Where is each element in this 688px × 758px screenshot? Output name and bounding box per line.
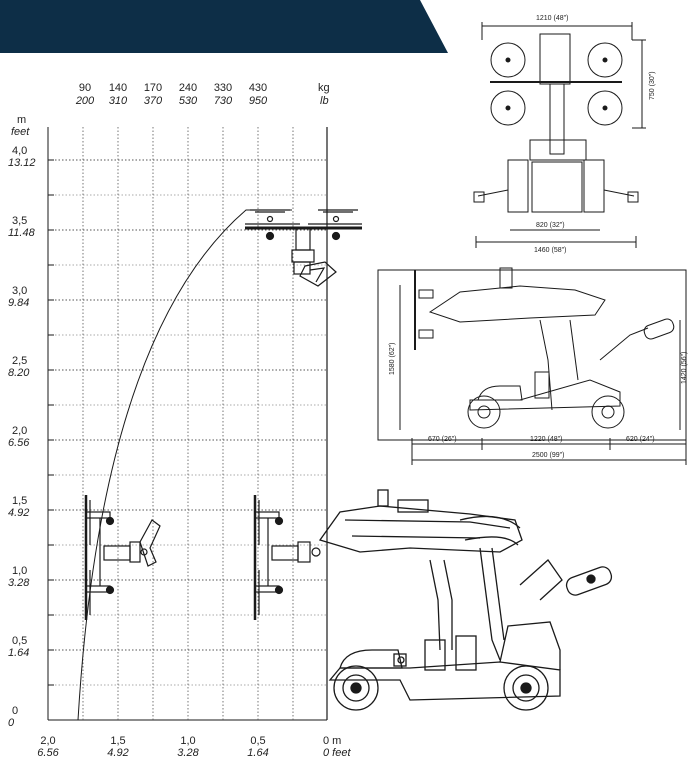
height-ft-label: 3.28	[8, 577, 30, 589]
side-view-wheelbase: 1220 (48")	[530, 436, 562, 443]
height-m-label: 0,5	[12, 635, 27, 647]
top-view-drawing	[473, 22, 646, 248]
height-unit-feet: feet	[11, 126, 30, 138]
side-view-height-left: 1580 (62")	[389, 343, 396, 375]
reach-m-label: 0,5	[250, 735, 265, 747]
load-kg-label: 140	[109, 82, 127, 94]
top-view-width: 1210 (48")	[536, 15, 568, 22]
load-grid	[47, 127, 328, 721]
height-ft-label: 0	[8, 717, 15, 729]
lifter-right-position	[253, 495, 321, 620]
reach-tick-labels: 2,06.56 1,54.92 1,03.28 0,51.64 0 m0 feet	[37, 735, 351, 758]
load-lb-label: 530	[179, 95, 198, 107]
height-m-label: 3,5	[12, 215, 27, 227]
load-lb-label: 200	[75, 95, 95, 107]
reach-m-label: 1,0	[180, 735, 195, 747]
height-ft-label: 9.84	[8, 297, 29, 309]
height-m-label: 2,5	[12, 355, 27, 367]
banner-shape	[0, 0, 448, 53]
top-view-base-outer: 1460 (58")	[534, 247, 566, 254]
height-ft-label: 11.48	[8, 227, 36, 239]
top-view-base-inner: 820 (32")	[536, 222, 565, 229]
height-m-label: 3,0	[12, 285, 27, 297]
height-m-label: 2,0	[12, 425, 27, 437]
height-ft-label: 6.56	[8, 437, 30, 449]
height-m-label: 4,0	[12, 145, 27, 157]
reach-envelope-curve	[77, 209, 292, 721]
load-kg-label: 170	[144, 82, 162, 94]
side-view-rear: 620 (24")	[626, 436, 655, 443]
reach-m-label: 0 m	[323, 735, 341, 747]
reach-ft-label: 1.64	[247, 747, 268, 758]
height-tick-labels: 4,013.12 3,511.48 3,09.84 2,58.20 2,06.56 1,5…	[8, 145, 36, 729]
reach-ft-label: 6.56	[37, 747, 59, 758]
header-banner	[0, 0, 448, 53]
height-m-label: 0	[12, 705, 18, 717]
height-ft-label: 4.92	[8, 507, 29, 519]
top-view-height: 750 (30")	[649, 71, 656, 100]
side-view-total: 2500 (99")	[532, 452, 564, 459]
side-view-front: 670 (26")	[428, 436, 457, 443]
height-ft-label: 13.12	[8, 157, 36, 169]
machine-side-view	[318, 489, 613, 711]
reach-ft-label: 4.92	[107, 747, 128, 758]
lifter-left-position	[84, 495, 161, 620]
load-lb-label: 950	[249, 95, 268, 107]
load-lb-label: 310	[109, 95, 128, 107]
height-unit-m: m	[17, 114, 26, 126]
height-ft-label: 8.20	[8, 367, 30, 379]
height-m-label: 1,0	[12, 565, 27, 577]
load-lb-label: 370	[144, 95, 163, 107]
load-unit-lb: lb	[320, 95, 329, 107]
reach-m-label: 1,5	[110, 735, 125, 747]
reach-envelope-path	[77, 209, 292, 721]
load-kg-label: 330	[214, 82, 232, 94]
height-m-label: 1,5	[12, 495, 27, 507]
load-lb-label: 730	[214, 95, 233, 107]
lifter-top-position	[245, 209, 362, 287]
load-kg-label: 430	[249, 82, 267, 94]
side-view-height-right: 1420 (56")	[681, 352, 688, 384]
reach-ft-label: 0 feet	[323, 747, 351, 758]
side-view-drawing	[377, 267, 687, 465]
height-ft-label: 1.64	[8, 647, 29, 659]
reach-m-label: 2,0	[40, 735, 55, 747]
load-kg-label: 90	[79, 82, 91, 94]
load-kg-label: 240	[179, 82, 197, 94]
load-unit-kg: kg	[318, 82, 330, 94]
reach-ft-label: 3.28	[177, 747, 199, 758]
